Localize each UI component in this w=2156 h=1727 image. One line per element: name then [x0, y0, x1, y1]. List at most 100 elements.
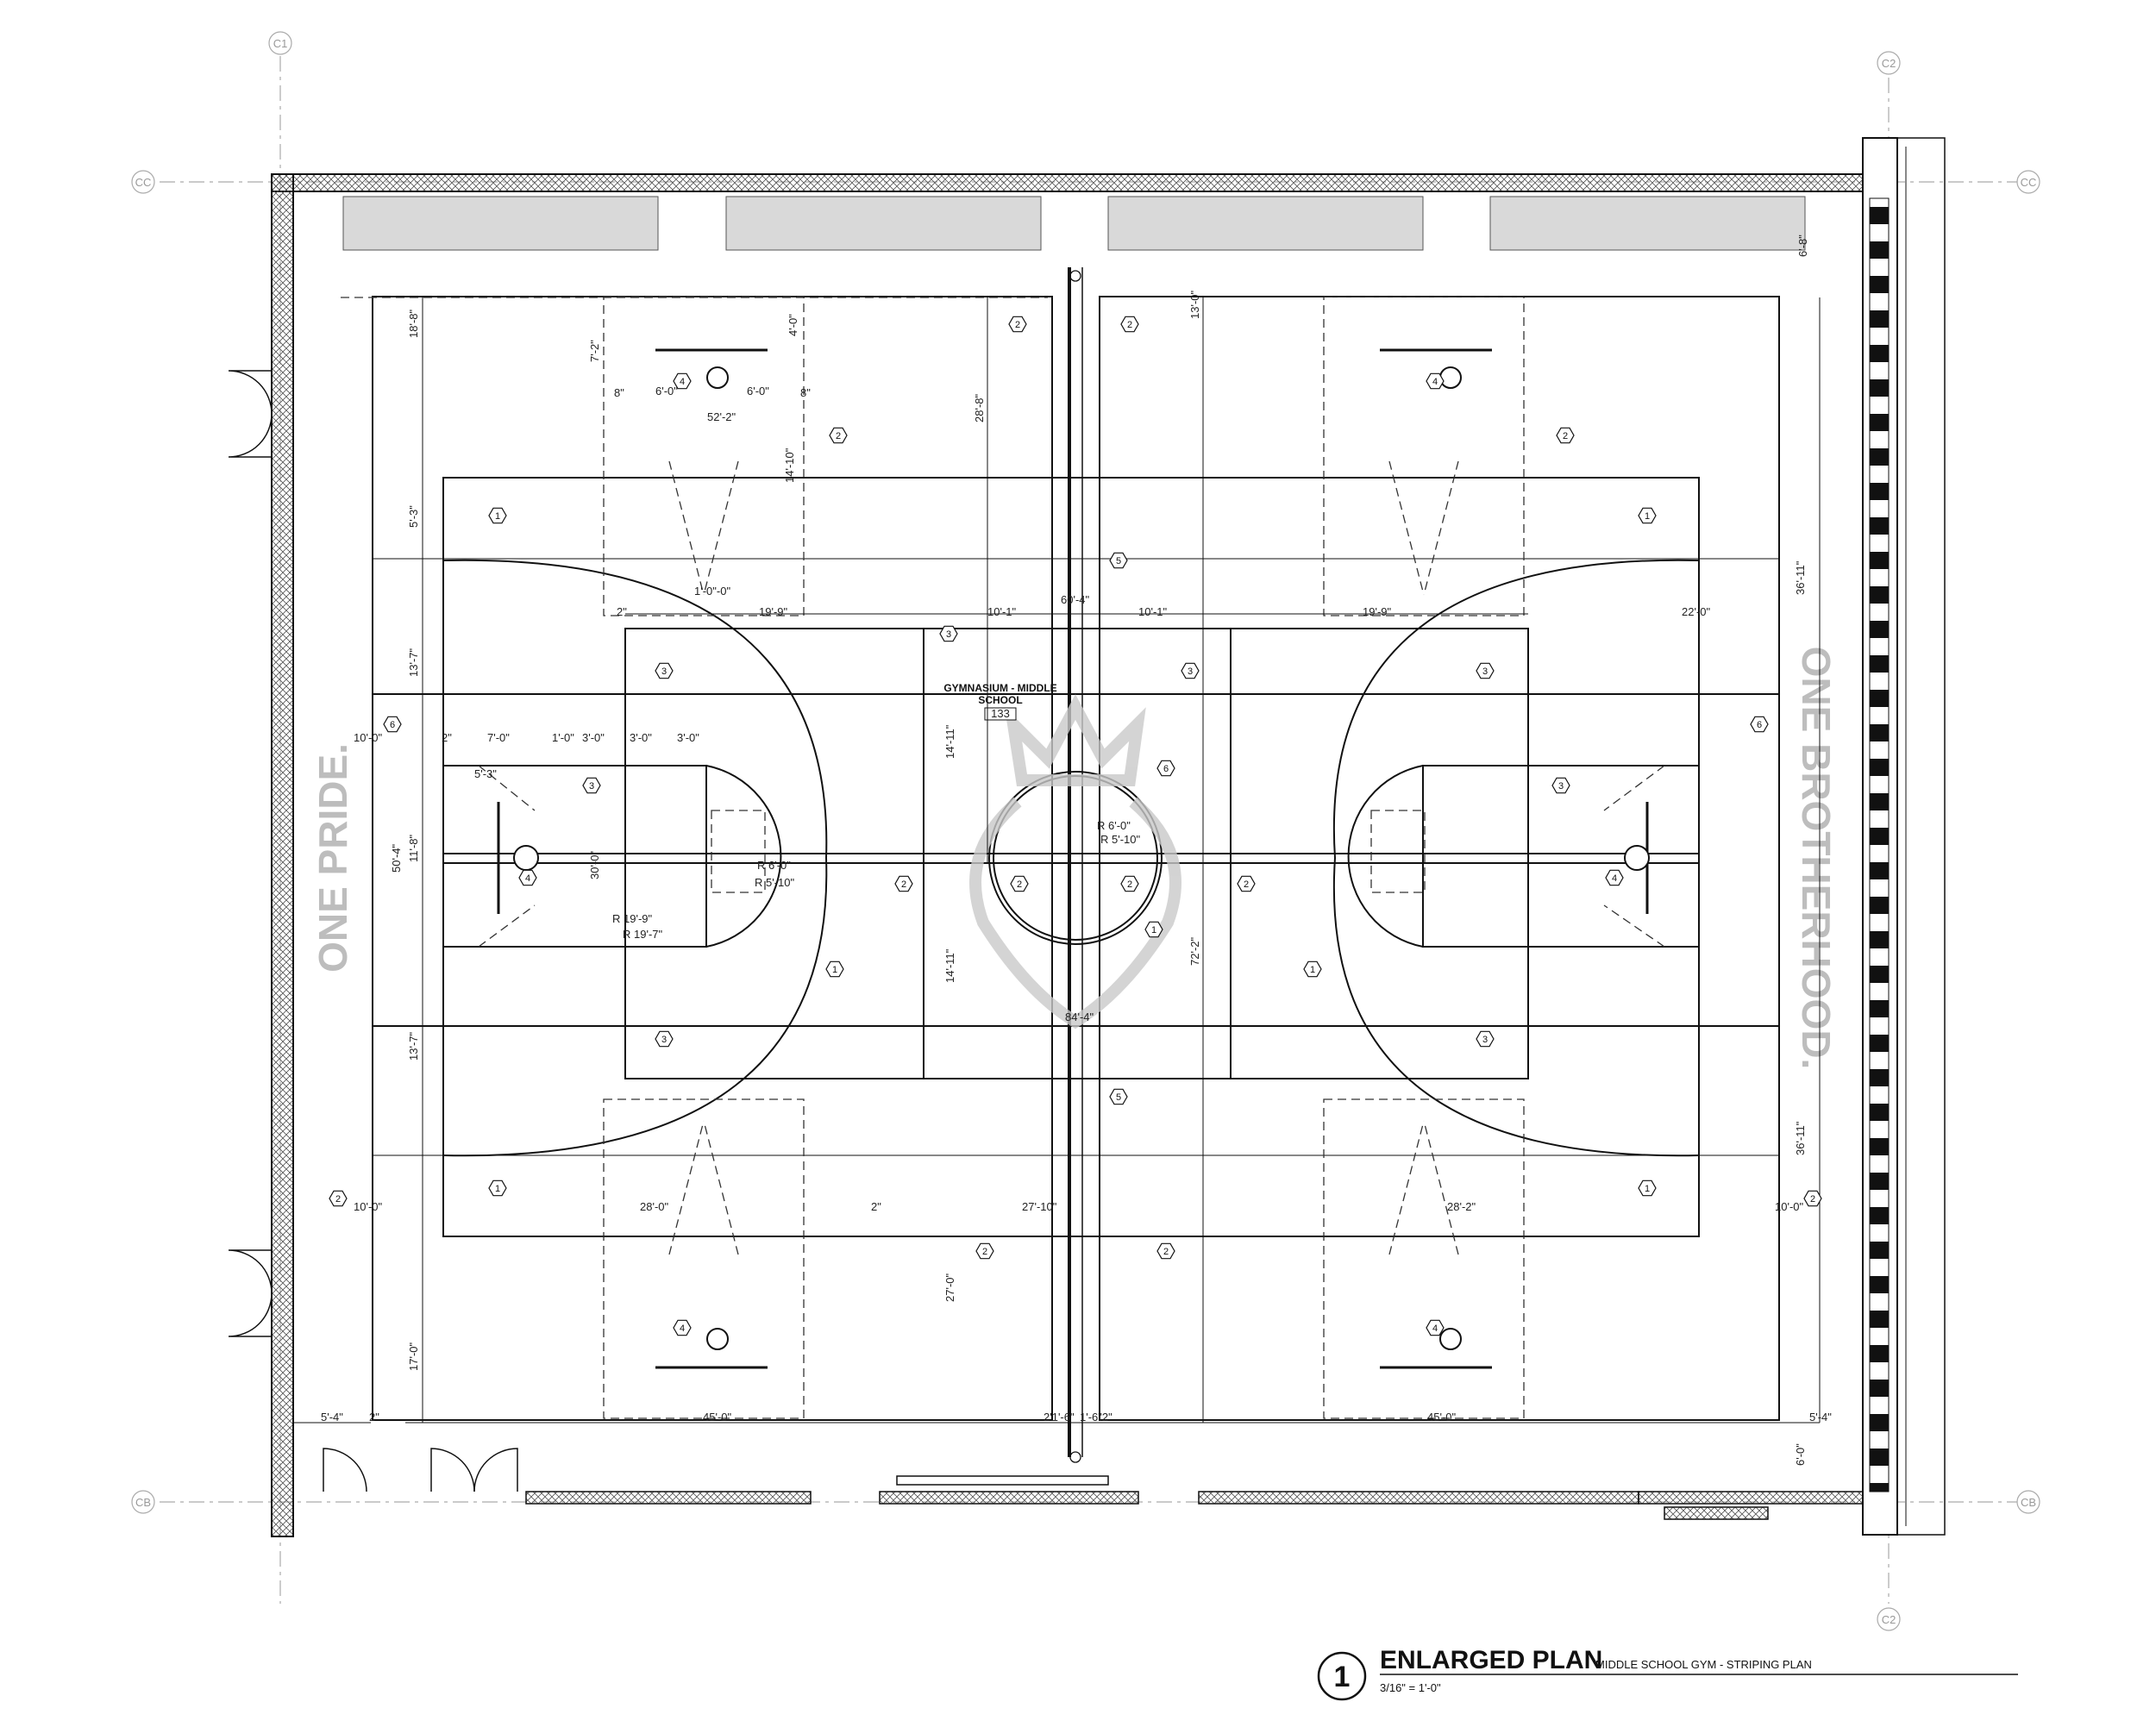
svg-text:3: 3: [661, 666, 667, 677]
keynote-tag-3: 3: [1181, 662, 1200, 679]
room-name-line1: GYMNASIUM - MIDDLE: [943, 682, 1056, 694]
svg-text:4: 4: [680, 377, 685, 387]
dim-5-3-b: 5'-3": [474, 767, 497, 780]
grid-bubble-c2-bottom: [1877, 1607, 1901, 1631]
svg-text:2: 2: [1244, 879, 1249, 890]
room-number: 133: [991, 707, 1010, 720]
svg-text:3: 3: [661, 1035, 667, 1045]
walls: [271, 137, 1946, 1537]
dim-27-10: 27'-10": [1022, 1200, 1057, 1213]
dim-84-4: 84'-4": [1065, 1011, 1094, 1023]
svg-text:3: 3: [589, 781, 594, 792]
keynote-tag-3: 3: [939, 625, 958, 642]
keynote-tag-2: 2: [1010, 875, 1029, 892]
dim-10-0-b: 10'-0": [354, 1200, 383, 1213]
watermark-one-pride: ONE PRIDE.: [310, 743, 355, 973]
bottom-walls: [525, 1475, 1864, 1520]
svg-text:2: 2: [1127, 879, 1132, 890]
dim-r19-9: R 19'-9": [612, 912, 653, 925]
dim-2-a: 2": [442, 731, 452, 744]
dim-28-8: 28'-8": [973, 393, 986, 422]
keynote-tag-3: 3: [582, 777, 601, 794]
keynote-tag-5: 5: [1109, 552, 1128, 569]
bleachers: [342, 196, 1806, 251]
keynote-tag-1: 1: [488, 507, 507, 524]
keynote-tag-2: 2: [894, 875, 913, 892]
dimension-lines: [293, 297, 1821, 1424]
doors-left: [228, 370, 518, 1492]
dim-10-1-a: 10'-1": [987, 605, 1017, 618]
basketball-hoop-icon: [706, 366, 729, 389]
keynote-tag-2: 2: [329, 1190, 348, 1207]
keynote-tag-1: 1: [1303, 960, 1322, 978]
dim-60-4: 60'-4": [1061, 593, 1090, 606]
title-scale: 3/16" = 1'-0": [1380, 1681, 1441, 1694]
keynote-tag-2: 2: [1156, 1242, 1175, 1260]
dim-8-a: 8": [614, 386, 624, 399]
grid-bubble-cc-right: [2016, 170, 2040, 194]
basketball-hoop-icon: [1439, 366, 1462, 389]
svg-text:1: 1: [1645, 511, 1650, 522]
dim-6-8: 6'-8": [1796, 235, 1809, 257]
svg-text:3: 3: [1482, 1035, 1488, 1045]
keynote-tag-3: 3: [655, 662, 674, 679]
svg-text:2: 2: [1163, 1247, 1169, 1257]
grid-bubble-c1: [268, 31, 292, 55]
room-number-box: [984, 707, 1017, 721]
grid-bubble-cb-left: [131, 1490, 155, 1514]
svg-text:6: 6: [390, 720, 395, 730]
basketball-hoop-icon: [706, 1328, 729, 1350]
svg-text:4: 4: [1432, 1323, 1438, 1334]
basketball-hoop-icon: [1624, 845, 1650, 871]
svg-text:4: 4: [1432, 377, 1438, 387]
keynote-tag-2: 2: [1556, 427, 1575, 444]
watermark-one-brotherhood: ONE BROTHERHOOD.: [1794, 647, 1839, 1070]
court-lines: [372, 267, 1780, 1457]
dim-13-0: 13'-0": [1188, 290, 1201, 319]
keynote-tag-3: 3: [655, 1030, 674, 1048]
grid-label-cb-left: CB: [135, 1496, 151, 1509]
dim-2-c: 2": [871, 1200, 881, 1213]
dim-14-11-a: 14'-11": [943, 724, 956, 759]
dim-14-10: 14'-10": [783, 447, 796, 483]
keynote-tag-2: 2: [975, 1242, 994, 1260]
dim-14-11-b: 14'-11": [943, 948, 956, 983]
dim-28-2: 28'-2": [1447, 1200, 1476, 1213]
dim-5-4-right: 5'-4": [1809, 1411, 1832, 1424]
dim-r6-0-center: R 6'-0": [1097, 819, 1131, 832]
dim-13-7-b: 13'-7": [407, 1031, 420, 1061]
keynote-tag-6: 6: [1156, 760, 1175, 777]
dim-r5-10-center: R 5'-10": [1100, 833, 1141, 846]
dim-7-2: 7'-2": [588, 340, 601, 362]
dim-6-0-b: 6'-0": [747, 385, 769, 397]
keynote-tag-1: 1: [825, 960, 844, 978]
dim-1-62: 1'-6"2": [1080, 1411, 1112, 1424]
dim-19-9-a: 19'-9": [759, 605, 788, 618]
keynote-tag-4: 4: [673, 1319, 692, 1336]
dim-1-0-a: 1'-0": [552, 731, 574, 744]
title-text: ENLARGED PLAN: [1380, 1646, 1602, 1674]
dim-2-b: 2": [617, 605, 627, 618]
svg-text:1: 1: [1151, 925, 1156, 935]
dim-r5-10: R 5'-10": [755, 876, 795, 889]
keynote-tag-1: 1: [1638, 507, 1657, 524]
backboards: [497, 348, 1650, 1369]
dim-11-8: 11'-8": [407, 834, 420, 862]
grid-label-c2-bottom: C2: [1882, 1613, 1896, 1626]
dim-19-9-b: 19'-9": [1363, 605, 1392, 618]
dim-3-0-a: 3'-0": [582, 731, 605, 744]
keynote-tag-2: 2: [1120, 316, 1139, 333]
grid-bubbles: [131, 31, 2040, 1631]
dim-2-d: 2": [369, 1411, 379, 1424]
svg-text:5: 5: [1116, 556, 1121, 566]
dim-22-0: 22'-0": [1682, 605, 1711, 618]
dim-50-4: 50'-4": [390, 843, 403, 873]
keynote-tag-2: 2: [1120, 875, 1139, 892]
dim-36-11-a: 36'-11": [1794, 560, 1807, 595]
dim-10-0-left: 10'-0": [354, 731, 383, 744]
grid-lines: [160, 56, 2018, 1604]
basketball-hoop-icon: [1439, 1328, 1462, 1350]
dimension-text-group: 18'-8" 28'-8" 13'-0" 6'-8" 7'-2" 4'-0" 6…: [321, 235, 1832, 1466]
dim-10-0-right: 10'-0": [1775, 1200, 1804, 1213]
